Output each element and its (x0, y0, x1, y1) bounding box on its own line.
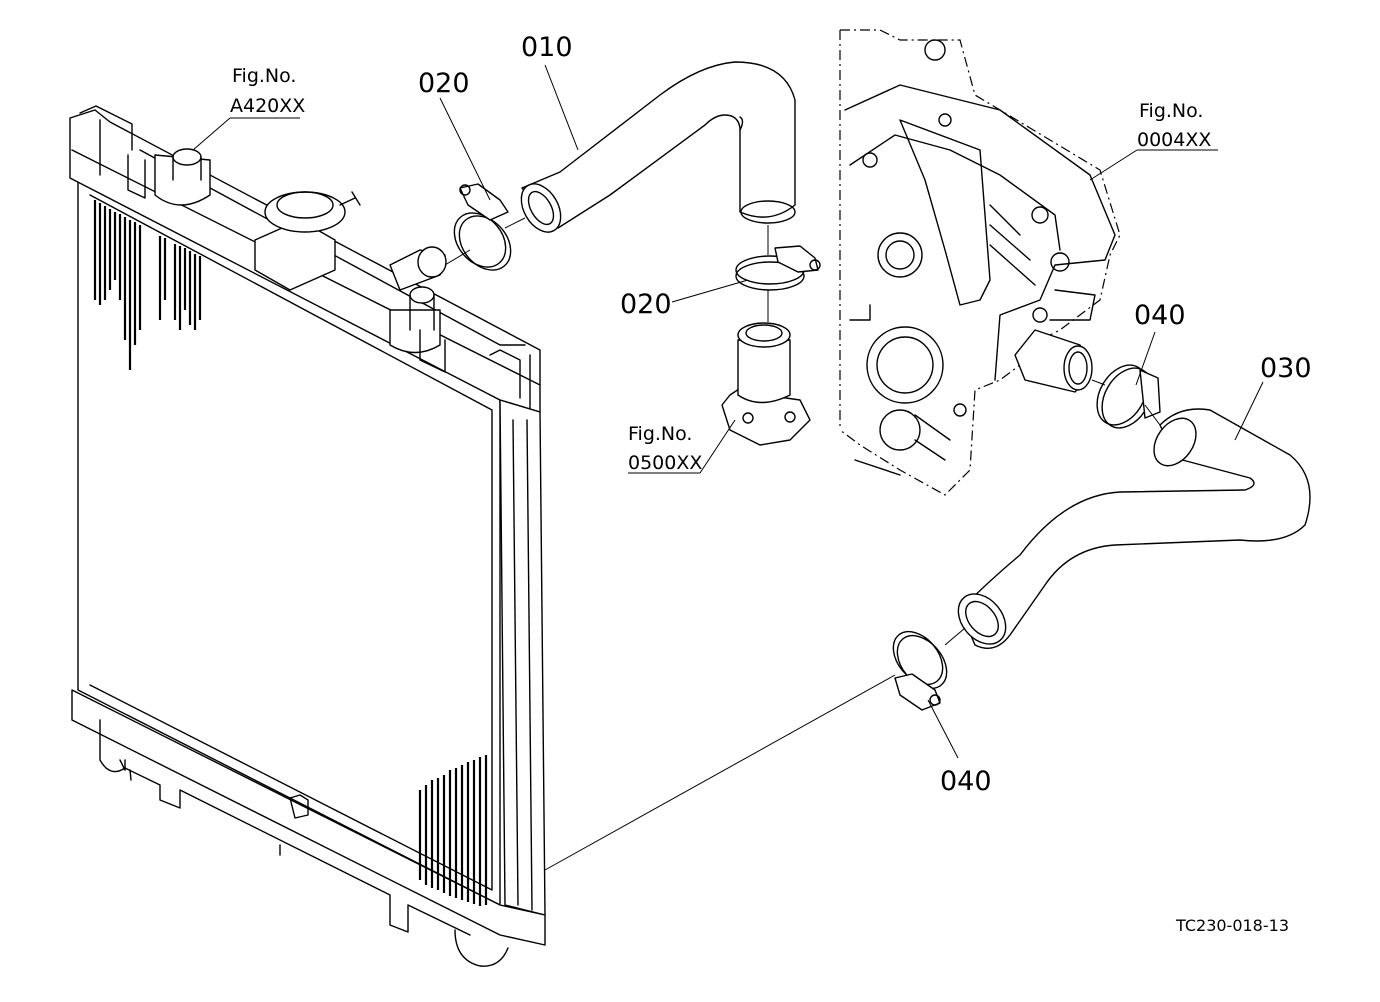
fig-ref-radiator-number: A420XX (230, 95, 305, 117)
clamp-040-lower (892, 630, 948, 711)
fig-ref-radiator-label: Fig.No. (232, 65, 296, 87)
drawing-code: TC230-018-13 (1175, 916, 1289, 935)
clamp-020-lower (735, 245, 821, 291)
callout-040-upper: 040 (1134, 300, 1186, 331)
clamp-020-upper (453, 183, 512, 271)
upper-hose-010 (520, 61, 796, 233)
callout-020-lower: 020 (620, 289, 672, 320)
radiator (69, 105, 546, 967)
callout-020-upper: 020 (418, 68, 470, 99)
core-fins-lower (418, 755, 488, 906)
leader-lines (192, 64, 1264, 759)
fig-ref-engine-label: Fig.No. (1139, 100, 1203, 122)
callout-010: 010 (521, 32, 573, 63)
callout-040-lower: 040 (940, 766, 992, 797)
engine-block (839, 29, 1121, 496)
clamp-040-upper (1096, 364, 1161, 429)
core-fins-upper (93, 200, 202, 370)
assembly-lines (444, 217, 1161, 871)
thermostat-housing (721, 322, 811, 446)
fig-ref-thermostat-label: Fig.No. (628, 423, 692, 445)
lower-hose-030 (957, 408, 1311, 649)
fig-ref-engine-number: 0004XX (1137, 129, 1211, 151)
callout-030: 030 (1260, 353, 1312, 384)
fig-ref-thermostat-number: 0500XX (628, 452, 702, 474)
